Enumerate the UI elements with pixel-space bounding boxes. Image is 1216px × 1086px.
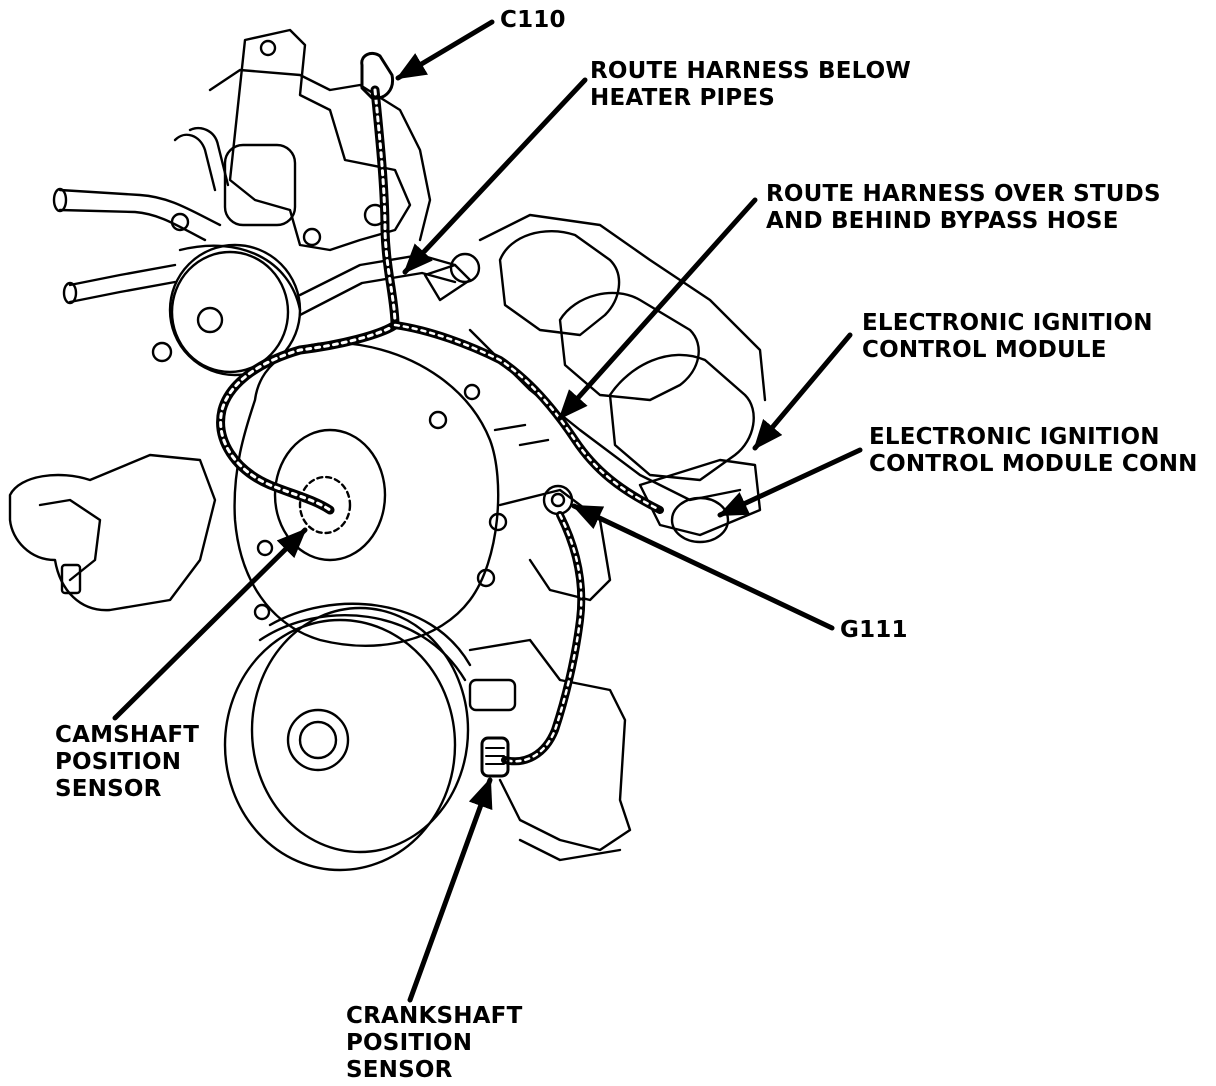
label-line: POSITION	[55, 749, 182, 775]
motor-mount-face	[38, 498, 102, 582]
arrow-route-heater	[402, 77, 588, 275]
label-line: AND BEHIND BYPASS HOSE	[766, 208, 1119, 234]
crankshaft-pulley	[223, 618, 457, 872]
crankshaft-pulley-groove	[268, 602, 472, 667]
pump-stud	[151, 341, 173, 363]
crankshaft-bolt	[286, 708, 350, 772]
heater-pipe-upper-end	[52, 187, 68, 213]
icm-connector	[670, 496, 730, 544]
front-cover	[233, 341, 500, 647]
label-line: ROUTE HARNESS BELOW	[590, 58, 911, 84]
label-line: CRANKSHAFT	[346, 1003, 523, 1029]
crank-sensor-connector-ribs	[485, 747, 505, 765]
crankshaft-pulley-groove	[258, 614, 467, 682]
water-pump-hub	[196, 306, 224, 334]
harness-branch-icm-core	[393, 323, 662, 512]
label-line: ROUTE HARNESS OVER STUDS	[766, 181, 1161, 207]
cover-bolt	[476, 568, 496, 588]
label-c110: C110	[500, 7, 566, 34]
label-line: CONTROL MODULE	[862, 337, 1107, 363]
label-line: ELECTRONIC IGNITION	[862, 310, 1153, 336]
label-route-harness-heater-pipes: ROUTE HARNESS BELOW HEATER PIPES	[590, 58, 911, 112]
oil-pan-edge	[518, 838, 622, 862]
arrow-camshaft	[112, 527, 308, 721]
cover-bolt	[253, 603, 271, 621]
heater-pipe-bend	[173, 133, 217, 192]
harness-branch-crank	[501, 511, 586, 766]
arrow-g111	[571, 503, 835, 631]
bracket-boss	[302, 227, 322, 247]
cover-bolt	[256, 539, 274, 557]
label-camshaft-position-sensor: CAMSHAFT POSITION SENSOR	[55, 722, 199, 803]
crankshaft-pulley-rim	[250, 606, 470, 854]
arrow-c110	[395, 19, 495, 81]
intake-plenum	[478, 213, 767, 402]
label-g111: G111	[840, 617, 908, 644]
arrow-icm-conn	[717, 447, 863, 518]
arrow-route-studs	[557, 197, 758, 421]
crank-sensor-connector	[480, 736, 510, 778]
cover-bolt	[488, 512, 508, 532]
harness-main	[216, 85, 400, 515]
leader-arrows	[112, 19, 863, 1003]
valve-cover-middle	[558, 291, 700, 402]
harness-branch-crank-core	[503, 513, 583, 763]
heater-pipe-lower-end	[62, 281, 78, 305]
label-ignition-control-module: ELECTRONIC IGNITION CONTROL MODULE	[862, 310, 1153, 364]
label-ignition-control-module-connector: ELECTRONIC IGNITION CONTROL MODULE CONN	[869, 424, 1198, 478]
camshaft-sprocket	[273, 428, 387, 562]
bypass-fitting	[449, 252, 481, 284]
label-c110-text: C110	[500, 7, 566, 33]
crank-sensor-bracket	[468, 678, 517, 712]
connector-c110	[360, 51, 395, 100]
arrow-crankshaft	[407, 777, 493, 1003]
pump-stud	[170, 212, 190, 232]
label-g111-text: G111	[840, 617, 908, 643]
valve-cover-front	[498, 230, 621, 337]
heater-pipe-upper	[58, 188, 222, 227]
valve-cover-rear	[608, 353, 755, 482]
crankshaft-bolt-head	[298, 720, 338, 760]
cover-bolt	[463, 383, 481, 401]
wiring-harness	[216, 51, 664, 778]
arrow-icm	[752, 332, 853, 451]
motor-mount	[8, 453, 217, 612]
label-line: CONTROL MODULE CONN	[869, 451, 1198, 477]
engine-block-lower	[468, 638, 632, 852]
label-route-harness-studs: ROUTE HARNESS OVER STUDS AND BEHIND BYPA…	[766, 181, 1161, 235]
cover-bolt	[428, 410, 448, 430]
alternator-bracket	[228, 28, 412, 252]
label-line: CAMSHAFT	[55, 722, 200, 748]
heater-pipe-lower-edge	[68, 280, 177, 304]
label-line: SENSOR	[346, 1057, 453, 1083]
rear-bracket-plate	[208, 68, 432, 242]
coil-pack	[638, 458, 762, 537]
label-line: SENSOR	[55, 776, 162, 802]
label-crankshaft-position-sensor: CRANKSHAFT POSITION SENSOR	[346, 1003, 522, 1084]
ground-bracket	[498, 488, 612, 602]
label-line: HEATER PIPES	[590, 85, 776, 111]
water-pump-pulley-groove	[178, 244, 302, 312]
camshaft-sprocket-inner	[298, 475, 352, 535]
bracket-bolt-hole	[259, 39, 277, 57]
harness-main-core	[219, 88, 397, 512]
bracket-block	[223, 143, 297, 227]
label-line: POSITION	[346, 1030, 473, 1056]
heater-hose-cross-edge	[298, 271, 457, 317]
heater-pipe-lower	[68, 263, 177, 287]
ground-g111-stud	[550, 492, 566, 508]
heater-pipe-bend-edge	[188, 126, 230, 187]
mount-stud	[60, 563, 82, 595]
bypass-stud	[518, 438, 550, 447]
heater-pipe-upper-lower-edge	[58, 208, 207, 242]
label-line: ELECTRONIC IGNITION	[869, 424, 1160, 450]
water-pump-pulley-face	[170, 250, 290, 374]
bypass-stud	[493, 423, 527, 432]
